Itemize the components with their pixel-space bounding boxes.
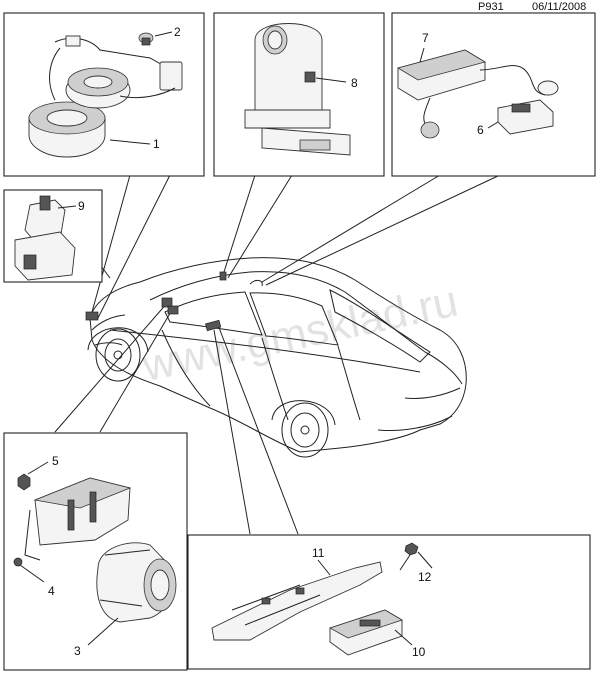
callout-2: 2 — [174, 25, 181, 39]
switch-illustration — [14, 195, 77, 281]
detail-box-control-unit — [187, 534, 591, 670]
detail-box-siren — [3, 432, 188, 671]
callout-6: 6 — [477, 123, 484, 137]
sensor-illustration — [244, 23, 351, 156]
diagram-date: 06/11/2008 — [532, 1, 587, 13]
module-illustration — [396, 47, 559, 139]
horn-illustration — [28, 31, 183, 158]
callout-7: 7 — [422, 31, 429, 45]
watermark-text: www.gmsklad.ru — [138, 276, 462, 391]
callout-8: 8 — [351, 76, 358, 90]
diagram-code: P931 — [478, 1, 504, 13]
control-unit-illustration — [211, 542, 433, 656]
callout-1: 1 — [153, 137, 160, 151]
callout-12: 12 — [418, 570, 432, 584]
car-illustration — [85, 257, 467, 458]
siren-illustration — [13, 461, 177, 646]
leader-lines — [54, 174, 501, 535]
callout-5: 5 — [52, 454, 59, 468]
callout-9: 9 — [78, 199, 85, 213]
callout-3: 3 — [74, 644, 81, 658]
callout-10: 10 — [412, 645, 426, 659]
callout-4: 4 — [48, 584, 55, 598]
callout-11: 11 — [312, 546, 325, 560]
